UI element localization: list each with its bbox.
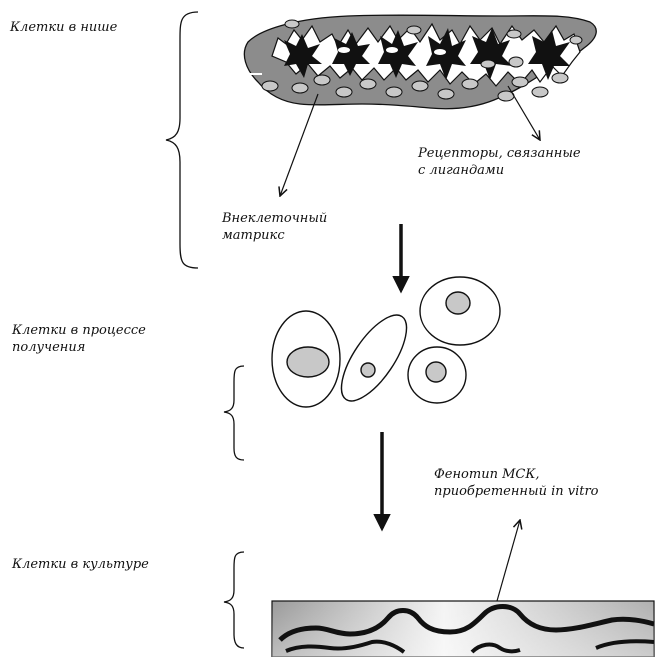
niche-tissue	[236, 15, 596, 109]
culture-dish	[272, 601, 654, 657]
label-msc-phenotype: Фенотип МСК, приобретенный in vitro	[434, 466, 599, 500]
label-extracellular-matrix: Внеклеточный матрикс	[222, 210, 327, 244]
label-cells-in-niche: Клетки в нише	[10, 19, 117, 36]
matrix-pointer	[280, 94, 318, 196]
brace-isolation	[224, 366, 244, 460]
label-cells-isolation: Клетки в процессе получения	[12, 322, 146, 356]
brace-niche	[166, 12, 198, 268]
brace-culture	[224, 552, 244, 648]
isolated-cell-2	[329, 305, 418, 410]
label-receptors: Рецепторы, связанные с лигандами	[418, 145, 581, 179]
isolated-cells	[272, 277, 500, 411]
phenotype-pointer	[497, 520, 520, 601]
label-cells-in-culture: Клетки в культуре	[12, 556, 149, 573]
